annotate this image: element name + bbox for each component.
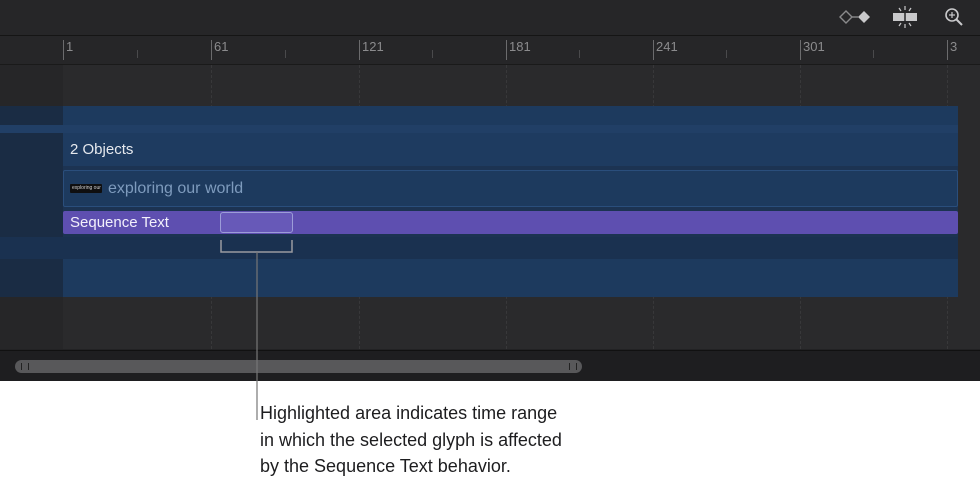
ruler-tick [359,40,360,60]
ruler-tick [800,40,801,60]
ruler-minor-tick [432,50,433,58]
ruler-label: 241 [656,39,678,54]
ruler-minor-tick [285,50,286,58]
split-view-icon[interactable] [890,6,920,28]
empty-track-row [63,259,958,297]
ruler-minor-tick [873,50,874,58]
keyframe-navigator-icon[interactable] [836,6,874,28]
scrollbar-left-handle[interactable] [21,363,29,370]
ruler-label: 3 [950,39,958,54]
text-layer-thumbnail: exploring our world [70,184,102,193]
ruler-tick [947,40,948,60]
ruler-label: 61 [214,39,229,54]
callout-line: in which the selected glyph is affected [260,429,562,450]
callout-text: Highlighted area indicates time range in… [260,400,680,480]
scrollbar-right-handle[interactable] [569,363,577,370]
horizontal-scrollbar[interactable] [15,360,582,373]
ruler-minor-tick [137,50,138,58]
timeline-panel: 1 61 121 181 241 301 3 2 Objects exp [0,0,980,381]
text-layer-bar[interactable]: exploring our world exploring our world [63,170,958,207]
ruler-label: 301 [803,39,825,54]
glyph-time-range-highlight[interactable] [220,212,293,233]
group-track-top-strip [63,106,958,125]
horizontal-scroll-area [0,350,980,381]
group-track-header [0,106,63,297]
group-divider [0,125,958,133]
ruler-tick [653,40,654,60]
behavior-label: Sequence Text [70,214,169,231]
group-label: 2 Objects [70,141,134,158]
ruler-tick [211,40,212,60]
text-layer-label: exploring our world [108,180,244,197]
behavior-bar[interactable]: Sequence Text [63,211,958,234]
ruler-tick [506,40,507,60]
callout-line: by the Sequence Text behavior. [260,456,511,476]
callout-line: Highlighted area indicates time range [260,403,558,423]
ruler-minor-tick [726,50,727,58]
ruler-label: 181 [509,39,531,54]
ruler-tick [63,40,64,60]
ruler-label: 121 [362,39,384,54]
ruler-minor-tick [579,50,580,58]
timeline-ruler[interactable]: 1 61 121 181 241 301 3 [0,36,980,65]
group-bar[interactable]: 2 Objects [63,133,958,166]
zoom-icon[interactable] [942,6,966,28]
ruler-label: 1 [66,39,74,54]
empty-track-row [0,237,958,259]
timeline-toolbar [0,0,980,36]
